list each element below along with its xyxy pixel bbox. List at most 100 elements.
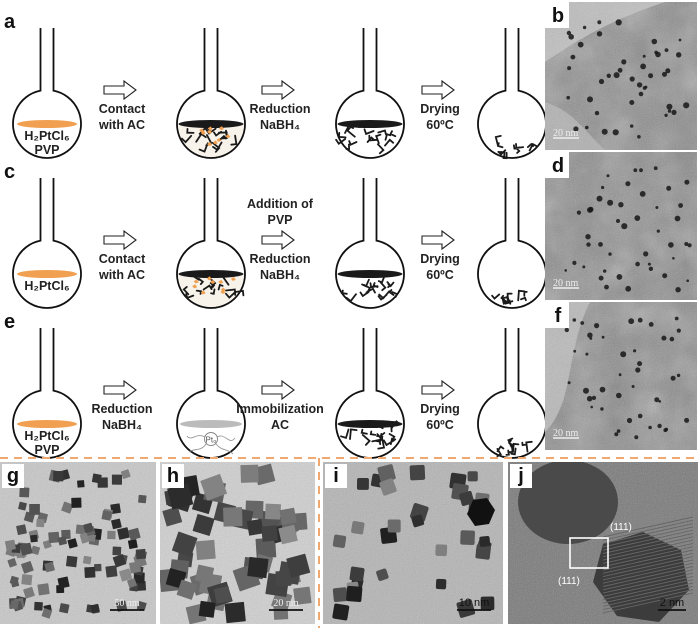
pt-nanoparticle-dot	[666, 185, 672, 191]
scale-bar-label: 20 nm	[553, 278, 579, 289]
pt-nanoparticle-dot	[630, 124, 634, 128]
pt-precursor-particle	[212, 140, 218, 145]
pt-precursor-particle	[200, 290, 206, 295]
flask-solution-label: PVP	[34, 143, 59, 157]
flask-outline	[176, 178, 246, 309]
pt-nanoparticle-dot	[566, 95, 570, 100]
pt-nanocube	[136, 581, 147, 591]
pt-nanoparticle-dot	[644, 85, 648, 89]
pt-nanoparticle-dot	[567, 381, 571, 385]
flask	[176, 178, 246, 309]
liquid-surface	[178, 270, 244, 278]
pt-nanoparticle-dot	[637, 135, 641, 139]
scale-bar-label: 20 nm	[273, 598, 299, 609]
pt-nanocube	[105, 565, 118, 578]
process-step-label: NaBH₄	[260, 268, 300, 282]
panel-letter-box	[2, 464, 24, 488]
pt-nanoparticle-dot	[598, 242, 603, 247]
pt-nanoparticle-dot	[658, 400, 662, 403]
process-arrow	[421, 229, 455, 251]
pt-nanoparticle-dot	[643, 251, 649, 257]
pt-nanoparticle-dot	[612, 129, 619, 136]
pt-nanocube	[30, 534, 38, 543]
pt-nanocube	[34, 601, 43, 611]
pt-nanoparticle-dot	[648, 425, 652, 430]
activated-carbon-support	[496, 437, 533, 458]
pt-nanocube	[19, 542, 33, 556]
panel-letter: i	[333, 465, 339, 487]
process-step-label: 60ºC	[426, 418, 454, 432]
pt-nanoparticle-dot	[613, 72, 620, 79]
pt-nanocube	[127, 539, 138, 550]
pt-nanoparticle	[204, 432, 218, 446]
pt-nanoparticle-dot	[564, 269, 567, 272]
pt-nanocube	[349, 566, 365, 582]
pt-nanocube	[275, 570, 292, 587]
pt-nanoparticle-dot	[651, 38, 658, 45]
process-step-label: with AC	[98, 268, 145, 282]
pt-nanoparticle-dot	[614, 432, 619, 437]
pt-nanocube	[67, 538, 78, 549]
pvp-chains	[186, 435, 236, 455]
flask-outline	[176, 28, 246, 159]
pt-precursor-particle	[207, 126, 213, 131]
liquid-surface	[337, 120, 403, 128]
process-step-label: Drying	[420, 402, 460, 416]
panel-letter-box	[545, 2, 569, 28]
pt-precursor-particle	[218, 126, 224, 131]
precursor-solution	[17, 420, 77, 428]
tem-panel-g: g50 nm	[0, 462, 156, 624]
process-step-label: Contact	[99, 102, 146, 116]
flask-outline	[12, 28, 82, 159]
pt-nanoparticle-dot	[596, 195, 603, 202]
pt-nanocube	[435, 544, 448, 557]
pt-nanoparticle-dot	[634, 215, 641, 222]
pt-nanoparticle-dot	[678, 38, 682, 42]
pt-nanoparticle-dot	[616, 392, 622, 399]
pt-nanocube	[48, 531, 60, 544]
pt-nanoparticle-dot	[684, 179, 690, 185]
pt-precursor-particle	[193, 279, 199, 284]
flask-solution-label: H₂PtCl₆	[24, 429, 69, 443]
scale-bar-label: 2 nm	[660, 597, 684, 609]
pt-nanoparticle-dot	[616, 429, 621, 433]
pt-nanoparticle-dot	[582, 25, 587, 30]
pt-nanocube	[192, 513, 215, 536]
pt-nanocube	[253, 463, 276, 486]
process-arrow	[421, 379, 455, 401]
process-step-label: Drying	[420, 102, 460, 116]
panel-letter: e	[4, 311, 15, 333]
pt-nanoparticle-dot	[567, 66, 572, 71]
pt-nanoparticle-dot	[678, 203, 683, 208]
scale-bar-label: 20 nm	[553, 428, 579, 439]
pt-precursor-particle	[230, 276, 236, 281]
process-step-label: Reduction	[249, 102, 310, 116]
pt-nanocube	[138, 494, 147, 504]
pt-nanoparticle-dot	[598, 78, 605, 85]
process-step-label: 60ºC	[426, 118, 454, 132]
pt-nanoparticle-dot	[617, 67, 623, 73]
hrtem-particle	[518, 462, 618, 544]
pt-nanocube	[135, 548, 147, 560]
process-arrow	[421, 79, 455, 101]
panel-letter: f	[555, 305, 562, 327]
panel-letter-box	[545, 152, 569, 178]
pt-nanoparticle-dot	[633, 349, 637, 353]
flask-outline	[335, 178, 405, 309]
process-arrow	[261, 379, 295, 401]
pt-nanocube	[19, 487, 30, 498]
pt-nanoparticle-dot	[662, 273, 668, 279]
pt-precursor-particle	[216, 137, 222, 142]
pt-nanoparticle-dot	[586, 242, 591, 247]
tem-image-f: f 20 nm	[545, 302, 697, 450]
pt-nanoparticle-dot	[625, 285, 632, 292]
pt-precursor-particle	[206, 276, 212, 281]
pt-nanocube	[112, 554, 127, 568]
flask	[335, 28, 405, 159]
pt-nanocube	[346, 585, 363, 603]
pt-nanoparticle-dot	[594, 323, 600, 329]
pt-nanocube	[9, 600, 19, 610]
activated-carbon-support	[494, 135, 538, 160]
pt-nanocube	[129, 561, 142, 574]
pt-nanoparticle-dot	[676, 52, 682, 58]
